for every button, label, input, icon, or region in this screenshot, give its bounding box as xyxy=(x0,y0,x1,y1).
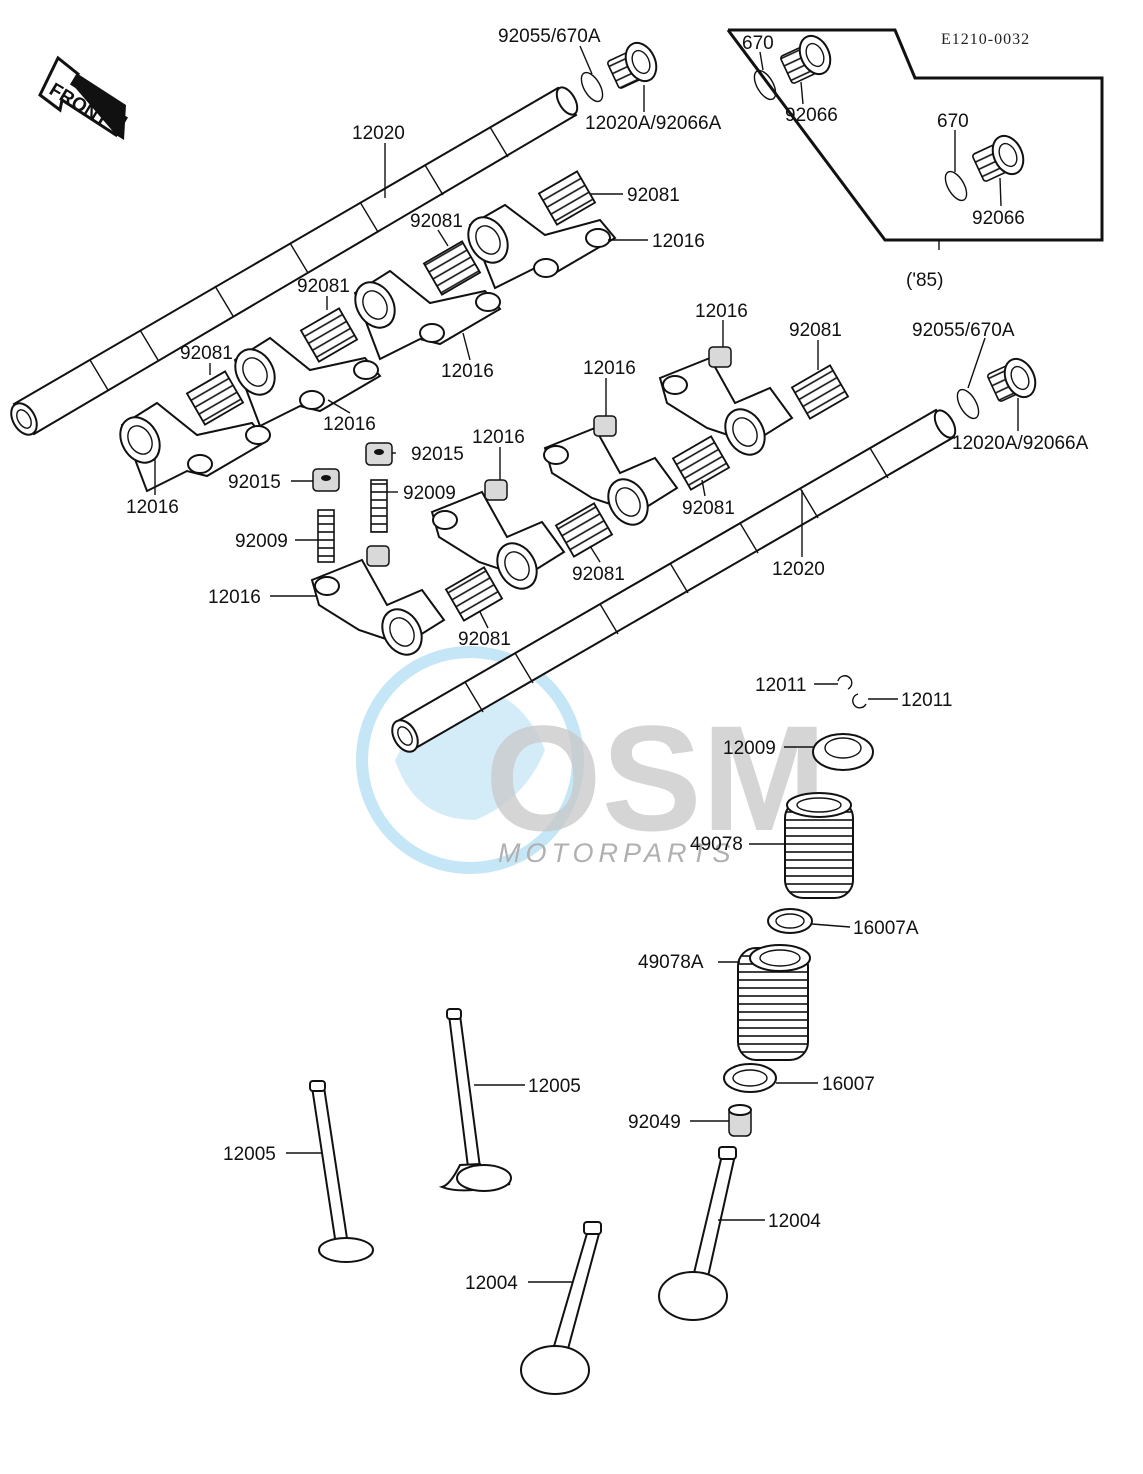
spring-92081-1 xyxy=(537,170,597,226)
label-92009-b: 92009 xyxy=(403,483,456,504)
label-92081-b: 92081 xyxy=(410,211,463,232)
label-92081-c: 92081 xyxy=(297,276,350,297)
label-12009: 12009 xyxy=(723,738,776,759)
label-49078: 49078 xyxy=(690,834,743,855)
label-12016-c: 12016 xyxy=(323,414,376,435)
cotter-12011-a xyxy=(837,675,853,690)
label-12020A-92066A-right: 12020A/92066A xyxy=(952,433,1089,454)
label-12004-right: 12004 xyxy=(768,1211,821,1232)
seal-92049 xyxy=(728,1104,752,1137)
valve-train xyxy=(723,675,874,1137)
label-670-a: 670 xyxy=(742,33,774,54)
spring-92081-6 xyxy=(671,435,731,491)
inset-85 xyxy=(726,28,1104,242)
rocker-arm-4 xyxy=(119,401,271,493)
valve-12005-upper xyxy=(438,1008,512,1192)
spring-49078A xyxy=(737,944,811,1061)
label-92081-h: 92081 xyxy=(458,629,511,650)
rocker-arm-3 xyxy=(233,336,382,428)
valve-12005-lower xyxy=(309,1080,374,1263)
label-92081-f: 92081 xyxy=(682,498,735,519)
label-12016-e: 12016 xyxy=(208,587,261,608)
label-92055-670A-right: 92055/670A xyxy=(912,320,1015,341)
label-12016-f: 12016 xyxy=(695,301,748,322)
label-12020-bottom: 12020 xyxy=(772,559,825,580)
label-12020A-92066A-top: 12020A/92066A xyxy=(585,113,722,134)
seat-16007 xyxy=(723,1063,777,1093)
label-12011-a: 12011 xyxy=(755,675,806,696)
rocker-arm-5 xyxy=(658,346,794,456)
rocker-shaft-top xyxy=(10,86,579,436)
label-12016-b: 12016 xyxy=(441,361,494,382)
rocker-arm-1 xyxy=(467,203,617,290)
label-92081-e: 92081 xyxy=(789,320,842,341)
spring-92081-8 xyxy=(444,566,504,622)
rocker-shaft-bottom xyxy=(391,408,957,753)
rocker-arm-6 xyxy=(543,415,679,526)
spring-49078 xyxy=(784,792,854,899)
adjuster-92009-b xyxy=(370,479,388,533)
adjusters xyxy=(312,442,393,563)
rocker-arm-8 xyxy=(310,545,446,656)
spring-92081-3 xyxy=(299,307,359,363)
label-16007A: 16007A xyxy=(853,918,919,939)
label-92066-b: 92066 xyxy=(972,208,1025,229)
retainer-12009 xyxy=(812,733,874,771)
label-12016-g: 12016 xyxy=(583,358,636,379)
label-92081-a: 92081 xyxy=(627,185,680,206)
plug-right xyxy=(956,357,1037,420)
rocker-arm-2 xyxy=(353,269,502,361)
spring-92081-5 xyxy=(790,364,850,420)
seat-16007A xyxy=(767,908,813,934)
label-12020-top: 12020 xyxy=(352,123,405,144)
valves xyxy=(309,1008,737,1395)
front-arrow: FRONT xyxy=(38,55,129,140)
label-12016-h: 12016 xyxy=(472,427,525,448)
label-92049: 92049 xyxy=(628,1112,681,1133)
label-92081-d: 92081 xyxy=(180,343,233,364)
plug-92066-a xyxy=(780,34,832,84)
rocker-arm-7 xyxy=(430,479,566,590)
cotter-12011-b xyxy=(852,693,867,709)
label-12011-b: 12011 xyxy=(901,690,952,711)
label-670-b: 670 xyxy=(937,111,969,132)
watermark-sub: MOTORPARTS xyxy=(498,838,736,868)
valve-12004-right xyxy=(658,1146,737,1321)
label-85: ('85) xyxy=(906,270,943,291)
label-92081-g: 92081 xyxy=(572,564,625,585)
diagram-code: E1210-0032 xyxy=(941,31,1030,48)
label-92055-670A-top: 92055/670A xyxy=(498,26,601,47)
spring-92081-2 xyxy=(422,240,482,296)
plug-top xyxy=(580,41,658,103)
adjuster-92009-a xyxy=(317,509,335,563)
valve-12004-left xyxy=(520,1221,602,1395)
label-92009-a: 92009 xyxy=(235,531,288,552)
spring-92081-7 xyxy=(554,502,614,558)
label-49078A: 49078A xyxy=(638,952,704,973)
label-92015-a: 92015 xyxy=(228,472,281,493)
label-16007: 16007 xyxy=(822,1074,875,1095)
watermark-brand: OSM xyxy=(485,694,827,862)
rocker-arms-12016 xyxy=(119,203,794,656)
plug-92066-b xyxy=(972,134,1025,182)
part-labels: 92055/670A 12020A/92066A 670 92066 670 9… xyxy=(126,26,1089,1294)
label-92015-b: 92015 xyxy=(411,444,464,465)
label-12016-d: 12016 xyxy=(126,497,179,518)
spring-92081-4 xyxy=(185,370,245,426)
label-12005-lower: 12005 xyxy=(223,1144,276,1165)
label-12016-a: 12016 xyxy=(652,231,705,252)
label-12004-left: 12004 xyxy=(465,1273,518,1294)
label-12005-upper: 12005 xyxy=(528,1076,581,1097)
springs-92081 xyxy=(185,170,850,622)
leader-lines xyxy=(154,45,1019,1283)
label-92066-a: 92066 xyxy=(785,105,838,126)
watermark: OSM MOTORPARTS xyxy=(356,646,827,874)
